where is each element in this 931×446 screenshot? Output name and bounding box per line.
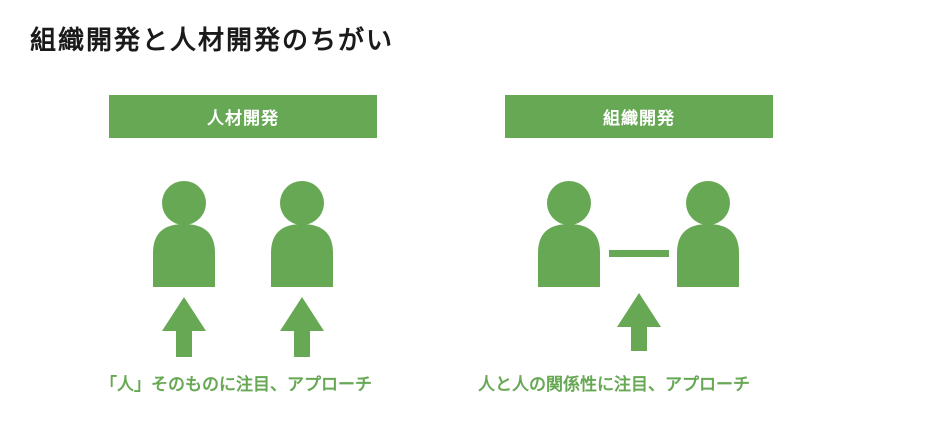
- person-icon: [271, 181, 333, 287]
- arrow-up-icon: [280, 297, 324, 357]
- heading-jinzai-kaihatsu: 人材開発: [109, 95, 377, 138]
- arrow-up-icon: [162, 297, 206, 357]
- arrow-up-icon: [617, 293, 661, 351]
- caption-soshiki: 人と人の関係性に注目、アプローチ: [478, 375, 750, 395]
- caption-jinzai: 「人」そのものに注目、アプローチ: [100, 375, 372, 395]
- heading-soshiki-kaihatsu: 組織開発: [505, 95, 773, 138]
- person-icon: [538, 181, 600, 287]
- page-title: 組織開発と人材開発のちがい: [30, 26, 395, 56]
- person-icon: [677, 181, 739, 287]
- relation-line: [609, 250, 669, 257]
- person-icon: [153, 181, 215, 287]
